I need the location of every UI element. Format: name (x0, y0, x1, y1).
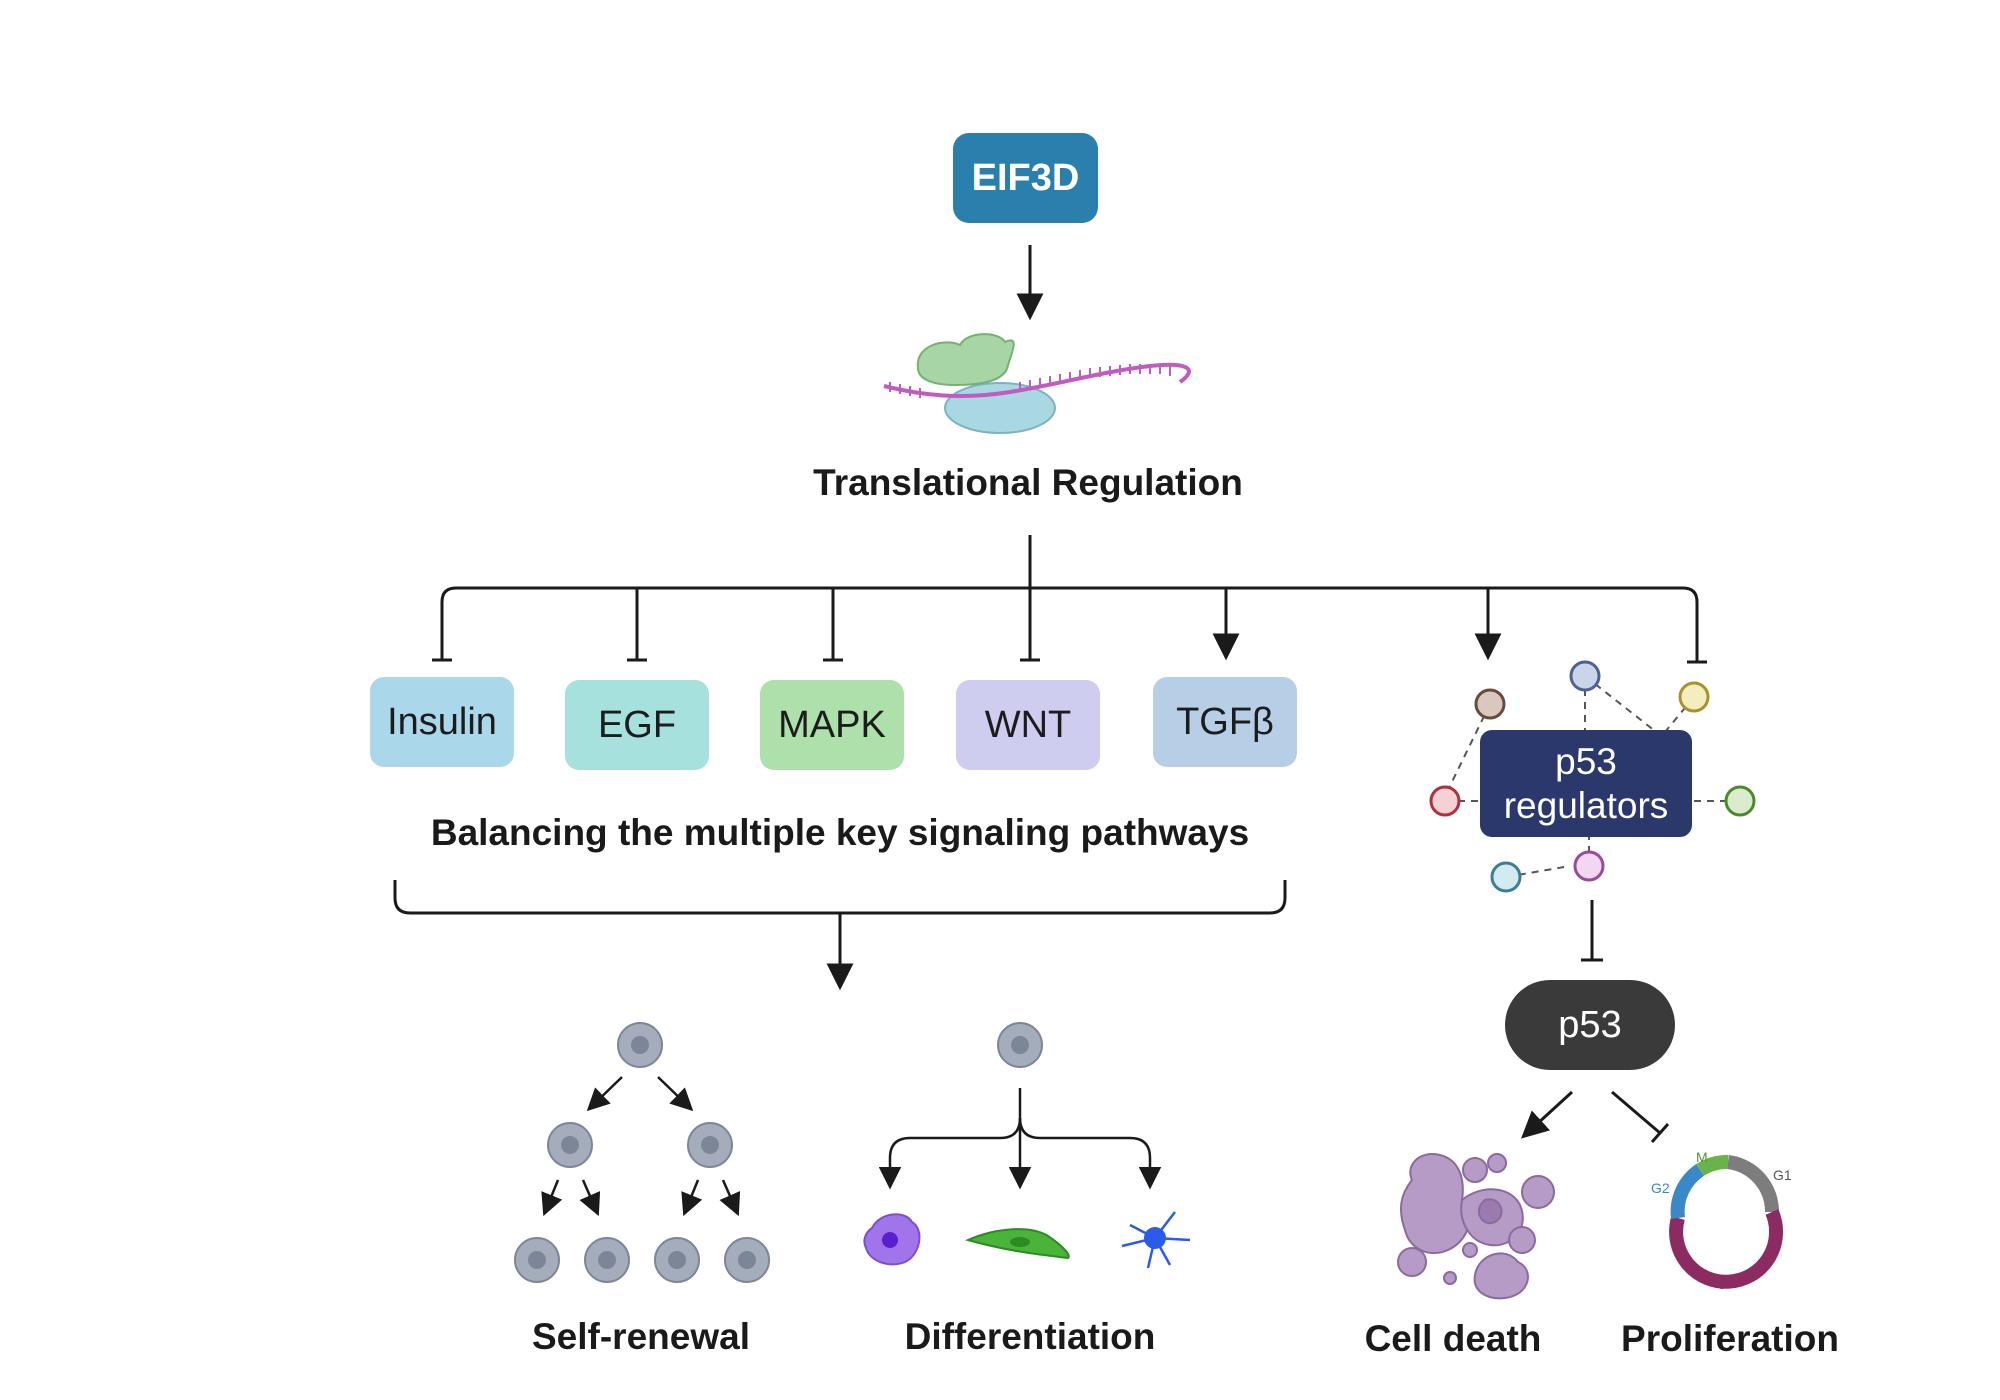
cell-cycle-icon (1669, 1155, 1783, 1289)
p53-inhibit-connector (1581, 900, 1603, 962)
translational-regulation-label: Translational Regulation (813, 462, 1243, 503)
cycle-label-s: S (1718, 1278, 1727, 1292)
pathways-caption: Balancing the multiple key signaling pat… (430, 812, 1250, 853)
differentiation-label: Differentiation (904, 1316, 1156, 1357)
cell-death-label: Cell death (1364, 1318, 1542, 1359)
self-renewal-label: Self-renewal (532, 1316, 750, 1357)
p53-node: p53 (1505, 980, 1675, 1070)
cycle-label-m: M (1696, 1149, 1708, 1165)
cell-death-arrow (1521, 1090, 1574, 1139)
pathway-wnt: WNT (956, 680, 1100, 770)
regulator-node-purple (1573, 850, 1605, 882)
regulator-node-red (1429, 785, 1461, 817)
regulator-node-blue (1569, 660, 1601, 692)
regulator-node-green (1724, 785, 1756, 817)
pathway-connectors (432, 535, 1707, 664)
pathway-mapk: MAPK (760, 680, 904, 770)
regulator-node-yellow (1678, 681, 1710, 713)
regulator-node-brown (1474, 688, 1506, 720)
pathway-insulin: Insulin (370, 677, 514, 767)
regulator-network (1429, 660, 1756, 893)
regulator-node-cyan (1490, 861, 1522, 893)
pathway-egf: EGF (565, 680, 709, 770)
ribosome-icon (883, 333, 1211, 434)
p53-regulators-line2: regulators (1503, 784, 1669, 826)
p53-regulators-line1: p53 (1555, 740, 1617, 782)
pathways-bracket (393, 880, 1287, 915)
proliferation-inhibit (1611, 1090, 1670, 1143)
cycle-label-g2: G2 (1651, 1180, 1670, 1196)
p53-regulators-node: p53 regulators (1480, 730, 1692, 837)
proliferation-label: Proliferation (1621, 1318, 1839, 1359)
dead-cell-icon (1397, 1153, 1555, 1300)
pathway-tgfb: TGFβ (1153, 677, 1297, 767)
cycle-label-g1: G1 (1773, 1167, 1792, 1183)
self-renewal-tree (514, 1022, 770, 1283)
eif3d-node: EIF3D (953, 133, 1098, 223)
differentiation-tree (863, 1022, 1191, 1269)
